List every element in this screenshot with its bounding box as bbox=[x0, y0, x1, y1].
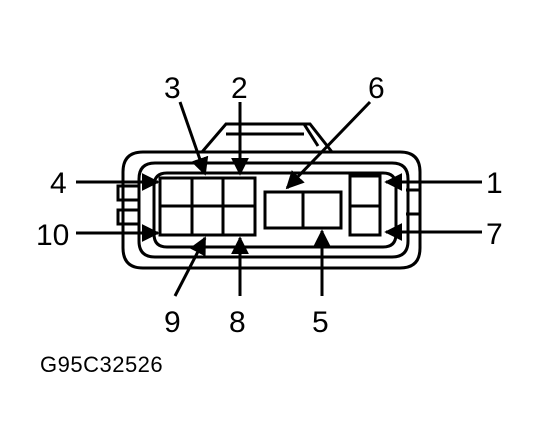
pin-label-9: 9 bbox=[164, 306, 181, 339]
connector-housing bbox=[121, 150, 422, 270]
cavity-block-right bbox=[348, 174, 382, 237]
arrow-pin-9 bbox=[173, 236, 207, 297]
pin-label-4: 4 bbox=[50, 167, 67, 200]
pin-label-8: 8 bbox=[229, 306, 246, 339]
locking-tab bbox=[200, 122, 334, 153]
left-keys bbox=[116, 184, 138, 226]
figure-code: G95C32526 bbox=[40, 352, 164, 377]
pin-label-6: 6 bbox=[368, 72, 385, 105]
pin-label-2: 2 bbox=[231, 72, 248, 105]
right-keys bbox=[406, 188, 422, 226]
pin-label-5: 5 bbox=[312, 306, 329, 339]
pin-label-10: 10 bbox=[36, 219, 69, 252]
pin-label-7: 7 bbox=[486, 218, 503, 251]
cavity-block-left bbox=[158, 176, 257, 237]
pin-labels: 3 2 6 4 10 1 7 9 8 5 bbox=[36, 72, 503, 339]
arrow-pin-3 bbox=[178, 101, 209, 176]
pin-label-1: 1 bbox=[486, 167, 503, 200]
arrow-pin-6 bbox=[285, 100, 372, 190]
cavity-block-middle bbox=[263, 190, 343, 230]
pin-label-3: 3 bbox=[164, 72, 181, 105]
leader-arrows bbox=[76, 100, 482, 297]
